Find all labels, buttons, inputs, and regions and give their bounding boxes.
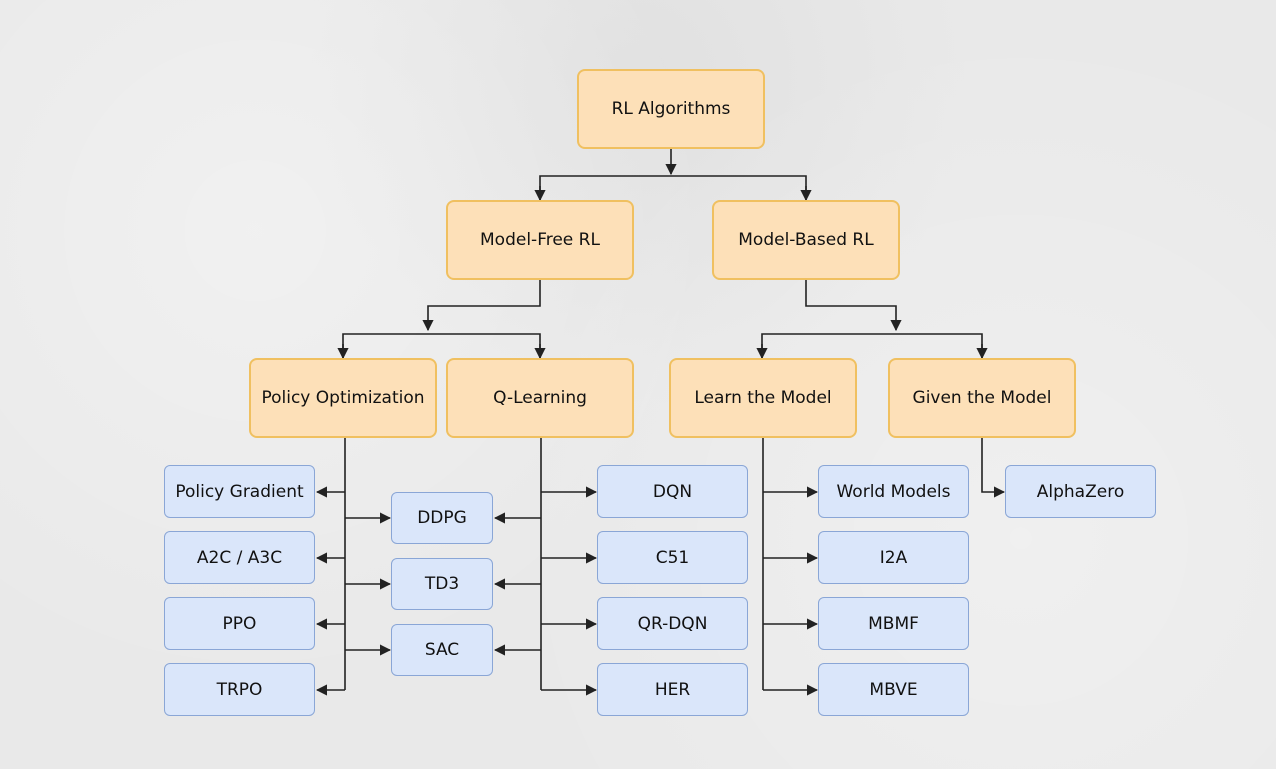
node-sac: SAC: [391, 624, 493, 676]
node-ppo: PPO: [164, 597, 315, 650]
node-q-learning: Q-Learning: [446, 358, 634, 438]
node-her: HER: [597, 663, 748, 716]
node-trpo: TRPO: [164, 663, 315, 716]
node-given-the-model: Given the Model: [888, 358, 1076, 438]
node-alphazero: AlphaZero: [1005, 465, 1156, 518]
node-c51: C51: [597, 531, 748, 584]
node-qr-dqn: QR-DQN: [597, 597, 748, 650]
node-mbve: MBVE: [818, 663, 969, 716]
node-model-based-rl: Model-Based RL: [712, 200, 900, 280]
node-td3: TD3: [391, 558, 493, 610]
node-policy-optimization: Policy Optimization: [249, 358, 437, 438]
node-rl-algorithms: RL Algorithms: [577, 69, 765, 149]
node-dqn: DQN: [597, 465, 748, 518]
node-i2a: I2A: [818, 531, 969, 584]
node-world-models: World Models: [818, 465, 969, 518]
node-policy-gradient: Policy Gradient: [164, 465, 315, 518]
node-learn-the-model: Learn the Model: [669, 358, 857, 438]
node-model-free-rl: Model-Free RL: [446, 200, 634, 280]
node-a2c-a3c: A2C / A3C: [164, 531, 315, 584]
node-mbmf: MBMF: [818, 597, 969, 650]
node-ddpg: DDPG: [391, 492, 493, 544]
